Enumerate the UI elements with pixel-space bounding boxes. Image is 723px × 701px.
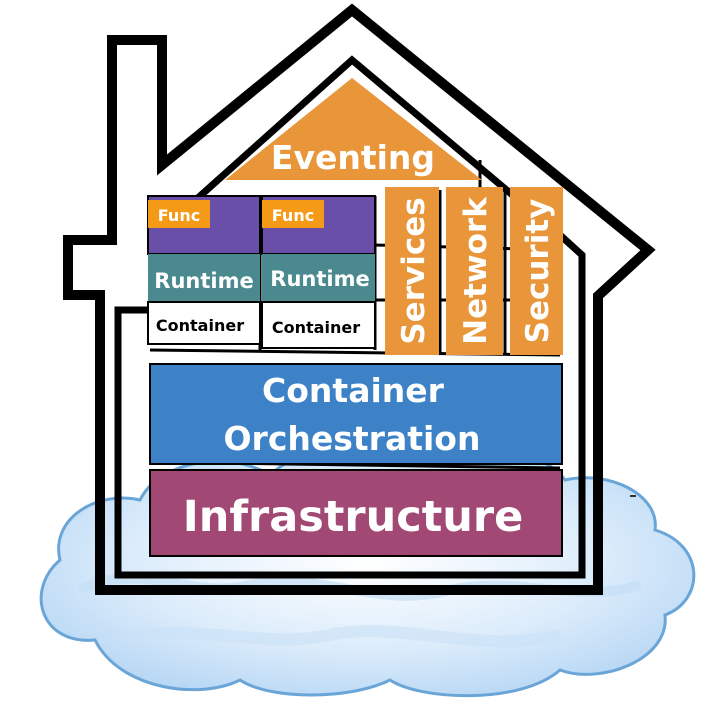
container-label: Container <box>272 318 360 337</box>
container-label: Container <box>156 316 244 335</box>
orchestration-line-1: Container <box>262 371 445 410</box>
pillar-services: Services <box>385 187 439 355</box>
orchestration-line-2: Orchestration <box>224 419 481 458</box>
eventing-roof: Eventing <box>225 78 482 180</box>
runtime-label: Runtime <box>154 269 253 293</box>
infrastructure-label: Infrastructure <box>183 492 524 542</box>
eventing-label: Eventing <box>271 138 435 177</box>
function-stack-2: Func Runtime Container <box>262 196 375 348</box>
security-label: Security <box>520 199 556 344</box>
services-label: Services <box>396 197 432 344</box>
pillar-network: Network <box>446 187 503 355</box>
infrastructure-layer: Infrastructure <box>150 470 562 556</box>
network-label: Network <box>458 196 494 345</box>
func-label: Func <box>158 206 200 225</box>
func-label: Func <box>272 206 314 225</box>
pillar-security: Security <box>510 187 563 355</box>
runtime-label: Runtime <box>270 267 369 291</box>
function-stack-1: Func Runtime Container <box>148 196 260 344</box>
container-orchestration-layer: Container Orchestration <box>150 364 562 464</box>
